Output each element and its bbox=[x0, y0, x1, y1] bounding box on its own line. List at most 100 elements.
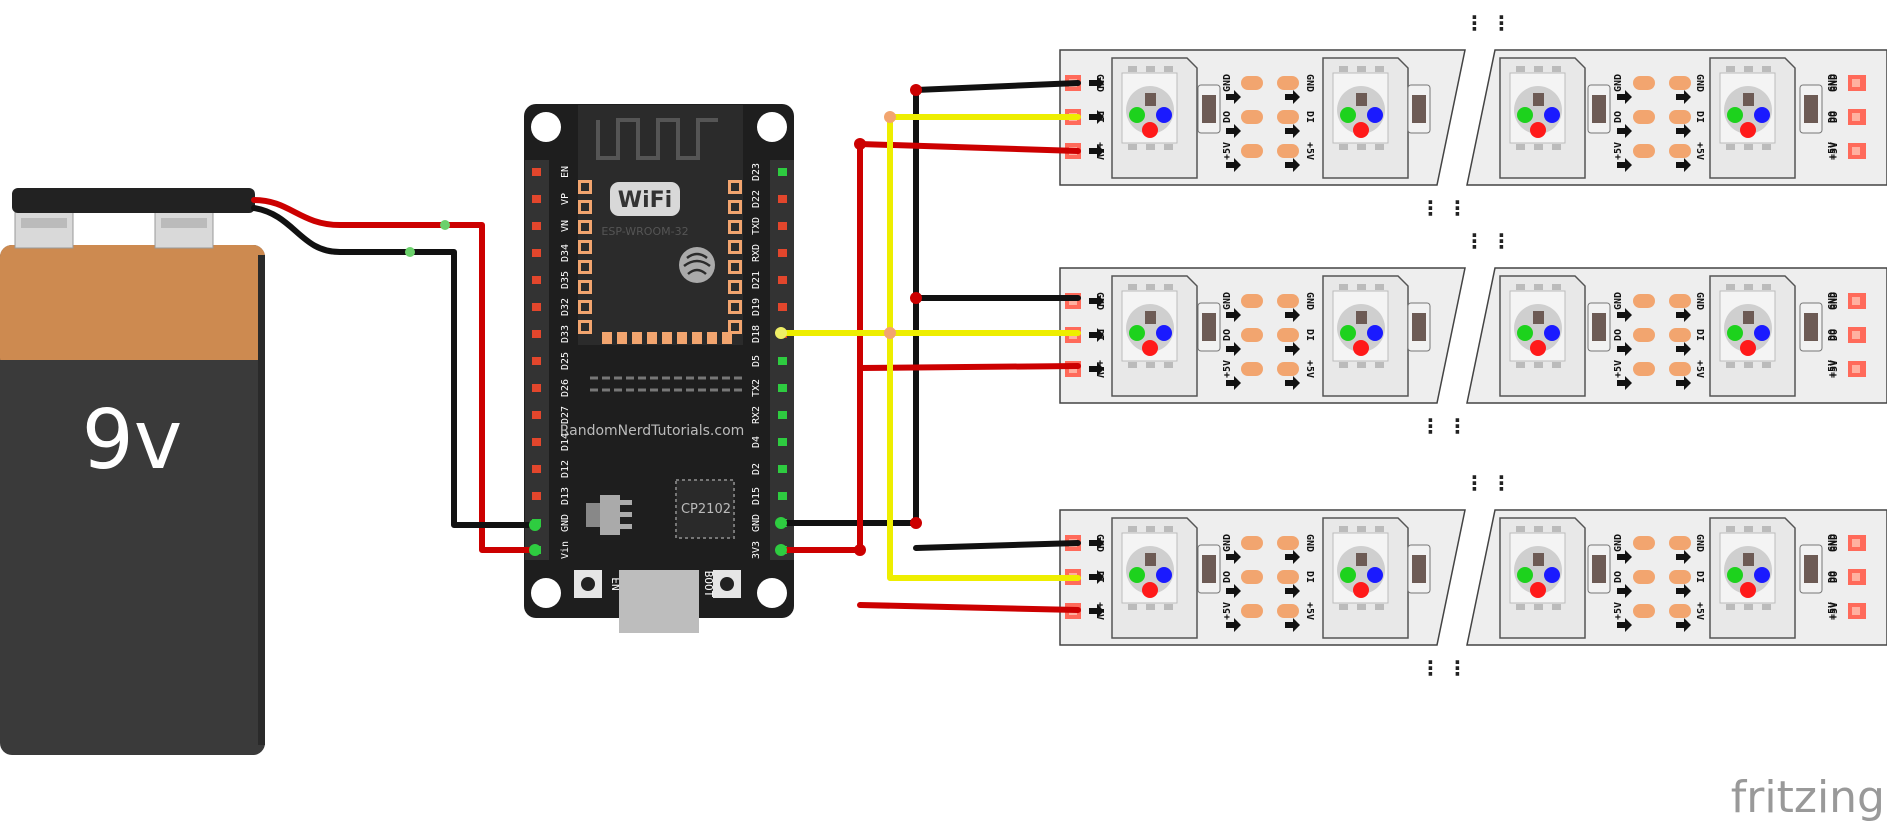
pin-label-left: D27 bbox=[560, 406, 571, 424]
header-pin bbox=[532, 249, 541, 257]
smd-component bbox=[1407, 84, 1431, 134]
left-pin-group: ENVPVND34D35D32D33D25D26D27D14D12D13GNDV… bbox=[532, 166, 571, 559]
antenna-trace bbox=[596, 118, 718, 160]
pin-label-left: D13 bbox=[560, 487, 571, 505]
pin-label-right: D15 bbox=[751, 487, 762, 505]
pin-label-left: D34 bbox=[560, 244, 571, 262]
wire-ground-bus bbox=[778, 80, 1081, 551]
boot-button[interactable] bbox=[713, 570, 741, 598]
pin-label-left: Vin bbox=[560, 541, 571, 559]
module-pad bbox=[662, 332, 672, 344]
header-pin bbox=[532, 303, 541, 311]
strip-input-label: GND bbox=[1304, 292, 1315, 310]
ws2812-led bbox=[1709, 517, 1796, 639]
module-pad bbox=[602, 332, 612, 344]
pin-label-right: D5 bbox=[751, 355, 762, 367]
esp-module bbox=[578, 105, 743, 345]
battery-label: 9v bbox=[82, 393, 183, 488]
led-strip: GNDDI+5VGNDDO+5VGNDDI+5VGNDDO+5VGNDDI+5V… bbox=[1059, 229, 1887, 438]
module-pad bbox=[617, 332, 627, 344]
strip-input-label: DI bbox=[1694, 329, 1705, 341]
header-pin bbox=[532, 168, 541, 176]
module-pad bbox=[692, 332, 702, 344]
strip-output-label: DO bbox=[1827, 111, 1838, 123]
header-pin bbox=[778, 195, 787, 203]
continuation-marker: ⋮ ⋮ bbox=[1465, 471, 1512, 495]
site-label: RandomNerdTutorials.com bbox=[560, 423, 745, 439]
strip-output-label: DO bbox=[1222, 329, 1233, 341]
fritzing-watermark: fritzing bbox=[1731, 772, 1885, 823]
esp32-board: WiFi ESP-WROOM-32 RandomNerdTutorials.co… bbox=[524, 104, 794, 633]
header-pin bbox=[532, 195, 541, 203]
pin-label-right: D22 bbox=[751, 190, 762, 208]
pin-label-right: 3V3 bbox=[751, 541, 762, 559]
ws2812-led bbox=[1322, 275, 1409, 397]
pin-label-left: D14 bbox=[560, 433, 571, 451]
module-pad bbox=[647, 332, 657, 344]
strip-output-label: +5V bbox=[1222, 602, 1233, 620]
strip-input-label: GND bbox=[1694, 74, 1705, 92]
strip-input-label: +5V bbox=[1694, 360, 1705, 378]
wire-data-bus bbox=[778, 114, 1081, 581]
header-pin bbox=[778, 384, 787, 392]
header-pin bbox=[778, 168, 787, 176]
strip-input-label: DI bbox=[1694, 111, 1705, 123]
strip-input-label: +5V bbox=[1304, 602, 1315, 620]
chip-label: CP2102 bbox=[681, 502, 731, 517]
voltage-regulator bbox=[586, 495, 632, 535]
smd-component bbox=[1197, 84, 1221, 134]
pin-label-right: D21 bbox=[751, 271, 762, 289]
strip-output-label: GND bbox=[1829, 74, 1840, 92]
ws2812-led bbox=[1111, 275, 1198, 397]
ws2812-led bbox=[1709, 275, 1796, 397]
smd-component bbox=[1799, 302, 1823, 352]
header-pin bbox=[532, 357, 541, 365]
boot-label: BOOT bbox=[702, 571, 715, 598]
smd-component bbox=[1197, 302, 1221, 352]
strip-output-label: DO bbox=[1222, 111, 1233, 123]
strip-output-label: +5V bbox=[1829, 602, 1840, 620]
header-pin bbox=[778, 303, 787, 311]
strip-input-label: DI bbox=[1694, 571, 1705, 583]
strip-input-label: GND bbox=[1694, 534, 1705, 552]
header-pin bbox=[532, 411, 541, 419]
strip-input-label: +5V bbox=[1304, 142, 1315, 160]
mount-hole bbox=[531, 112, 561, 142]
header-pin bbox=[778, 492, 787, 500]
ws2812-led bbox=[1499, 275, 1586, 397]
pin-label-right: D4 bbox=[751, 436, 762, 448]
strip-output-label: GND bbox=[1829, 292, 1840, 310]
smd-component bbox=[1197, 544, 1221, 594]
en-button[interactable] bbox=[574, 570, 602, 598]
continuation-marker: ⋮ ⋮ bbox=[1421, 414, 1468, 438]
pin-label-left: D35 bbox=[560, 271, 571, 289]
strip-output-label: GND bbox=[1827, 292, 1838, 310]
strip-output-label: +5V bbox=[1613, 142, 1624, 160]
header-pin bbox=[532, 384, 541, 392]
header-pin bbox=[532, 438, 541, 446]
smd-component bbox=[1587, 84, 1611, 134]
pin-label-right: D2 bbox=[751, 463, 762, 475]
pin-label-left: D25 bbox=[560, 352, 571, 370]
smd-component bbox=[1407, 302, 1431, 352]
wire-junctions bbox=[405, 84, 922, 556]
pin-label-left: D32 bbox=[560, 298, 571, 316]
battery-snap-cap bbox=[12, 188, 255, 213]
strip-input-label: GND bbox=[1304, 74, 1315, 92]
module-label: ESP-WROOM-32 bbox=[601, 225, 688, 238]
strip-output-label: +5V bbox=[1222, 360, 1233, 378]
strip-output-label: DO bbox=[1829, 111, 1840, 123]
wire-battery-negative bbox=[251, 205, 538, 528]
header-pin bbox=[778, 411, 787, 419]
strip-output-label: GND bbox=[1829, 534, 1840, 552]
header-pin bbox=[778, 222, 787, 230]
strip-input-label: +5V bbox=[1304, 360, 1315, 378]
pin-label-left: D12 bbox=[560, 460, 571, 478]
strip-output-label: +5V bbox=[1613, 602, 1624, 620]
smd-component bbox=[1587, 544, 1611, 594]
wire-power-bus bbox=[778, 141, 1081, 613]
strip-input-label: DI bbox=[1304, 329, 1315, 341]
battery: 9v bbox=[0, 188, 265, 755]
continuation-marker: ⋮ ⋮ bbox=[1465, 229, 1512, 253]
smd-component bbox=[1799, 544, 1823, 594]
